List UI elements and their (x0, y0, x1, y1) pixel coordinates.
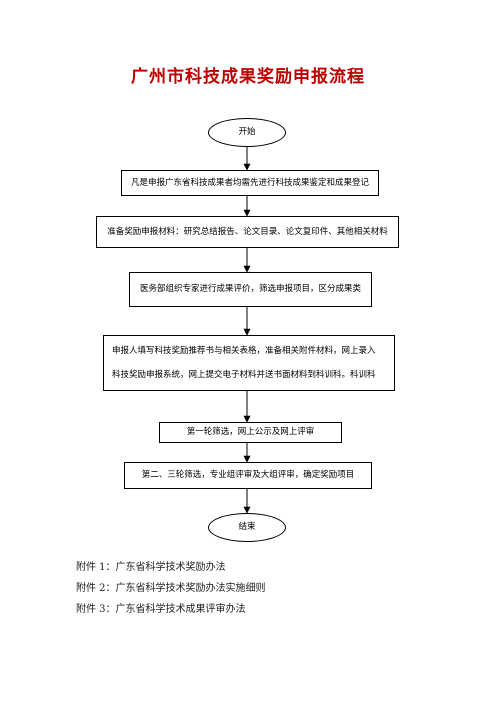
attachment-item-2: 附件 2：广东省科学技术奖励办法实施细则 (76, 583, 266, 594)
attachment-list: 附件 1：广东省科学技术奖励办法 附件 2：广东省科学技术奖励办法实施细则 附件… (76, 557, 266, 620)
attachment-item-1: 附件 1：广东省科学技术奖励办法 (76, 562, 226, 573)
end-node: 结束 (208, 513, 286, 542)
page-title: 广州市科技成果奖励申报流程 (131, 67, 365, 87)
step1-box: 凡是申报广东省科技成果者均需先进行科技成果鉴定和成果登记 (121, 170, 379, 196)
step4-label-line2: 科技奖励申报系统，网上提交电子材料并送书面材料到科训科。科训科 (112, 370, 376, 380)
step5-box: 第一轮筛选，网上公示及网上评审 (159, 422, 342, 443)
step2-box: 准备奖励申报材料：研究总结报告、论文目录、论文复印件、其他相关材料 (96, 216, 399, 248)
step6-label: 第二、三轮筛选，专业组评审及大组评审，确定奖励项目 (141, 470, 355, 481)
step5-label: 第一轮筛选，网上公示及网上评审 (186, 427, 315, 438)
step3-box: 医务部组织专家进行成果评价，筛选申报项目，区分成果类 (129, 272, 372, 307)
start-node: 开始 (208, 118, 286, 147)
attachment-item-3: 附件 3：广东省科学技术成果评审办法 (76, 604, 246, 615)
step4-box: 申报人填写科技奖励推荐书与相关表格，准备相关附件材料，网上录入 科技奖励申报系统… (103, 335, 395, 391)
step3-label: 医务部组织专家进行成果评价，筛选申报项目，区分成果类 (139, 284, 361, 295)
start-label: 开始 (238, 127, 256, 138)
step1-label: 凡是申报广东省科技成果者均需先进行科技成果鉴定和成果登记 (130, 177, 369, 188)
step2-label: 准备奖励申报材料：研究总结报告、论文目录、论文复印件、其他相关材料 (107, 226, 388, 237)
step4-label-line1: 申报人填写科技奖励推荐书与相关表格，准备相关附件材料，网上录入 (112, 346, 376, 356)
step6-box: 第二、三轮筛选，专业组评审及大组评审，确定奖励项目 (124, 462, 372, 489)
end-label: 结束 (238, 522, 256, 533)
